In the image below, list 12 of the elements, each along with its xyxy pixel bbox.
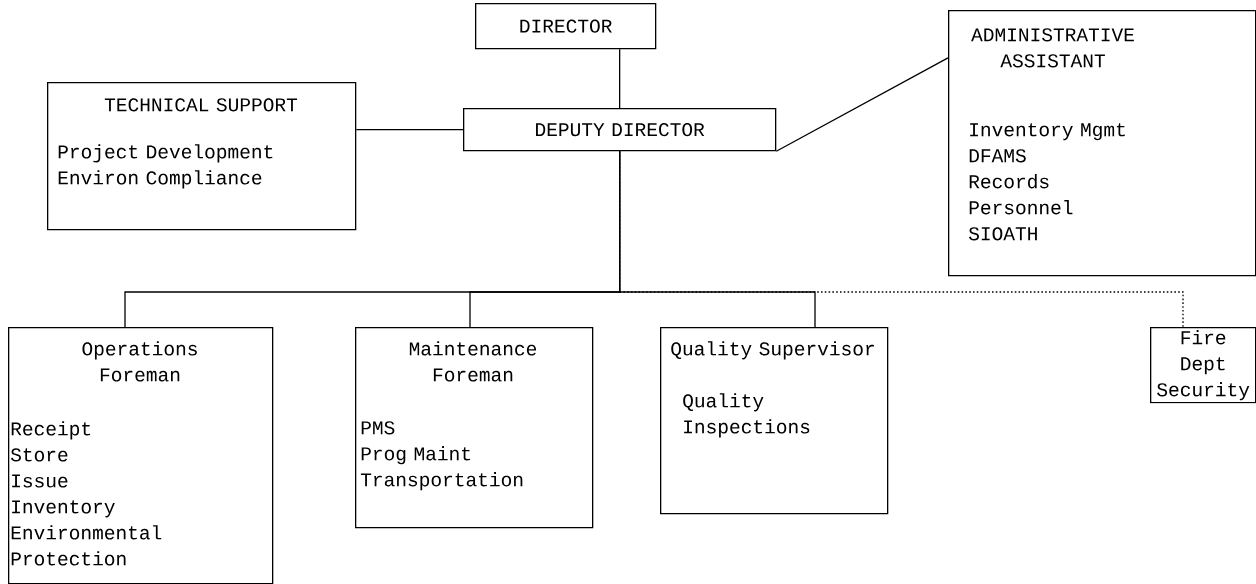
org-box: Quality Supervisor Quality Inspections xyxy=(660,327,889,515)
org-box: Maintenance Foreman PMS Prog Maint Transportation xyxy=(355,327,594,529)
connector-line xyxy=(355,129,464,131)
org-box: Operations Foreman Receipt Store Issue Inventory Environmental Protection xyxy=(8,327,274,584)
connector-line xyxy=(619,48,621,109)
connector-line xyxy=(775,57,949,152)
org-box: TECHNICAL SUPPORT Project Development Environ Compliance xyxy=(47,82,357,231)
org-box: DEPUTY DIRECTOR xyxy=(463,108,777,152)
org-box: ADMINISTRATIVE ASSISTANT Inventory Mgmt DFAMS Records Personnel SIOATH xyxy=(948,10,1256,277)
org-box: DIRECTOR xyxy=(475,3,657,50)
connector-line xyxy=(619,150,816,328)
org-box: Fire Dept Security xyxy=(1150,327,1256,404)
